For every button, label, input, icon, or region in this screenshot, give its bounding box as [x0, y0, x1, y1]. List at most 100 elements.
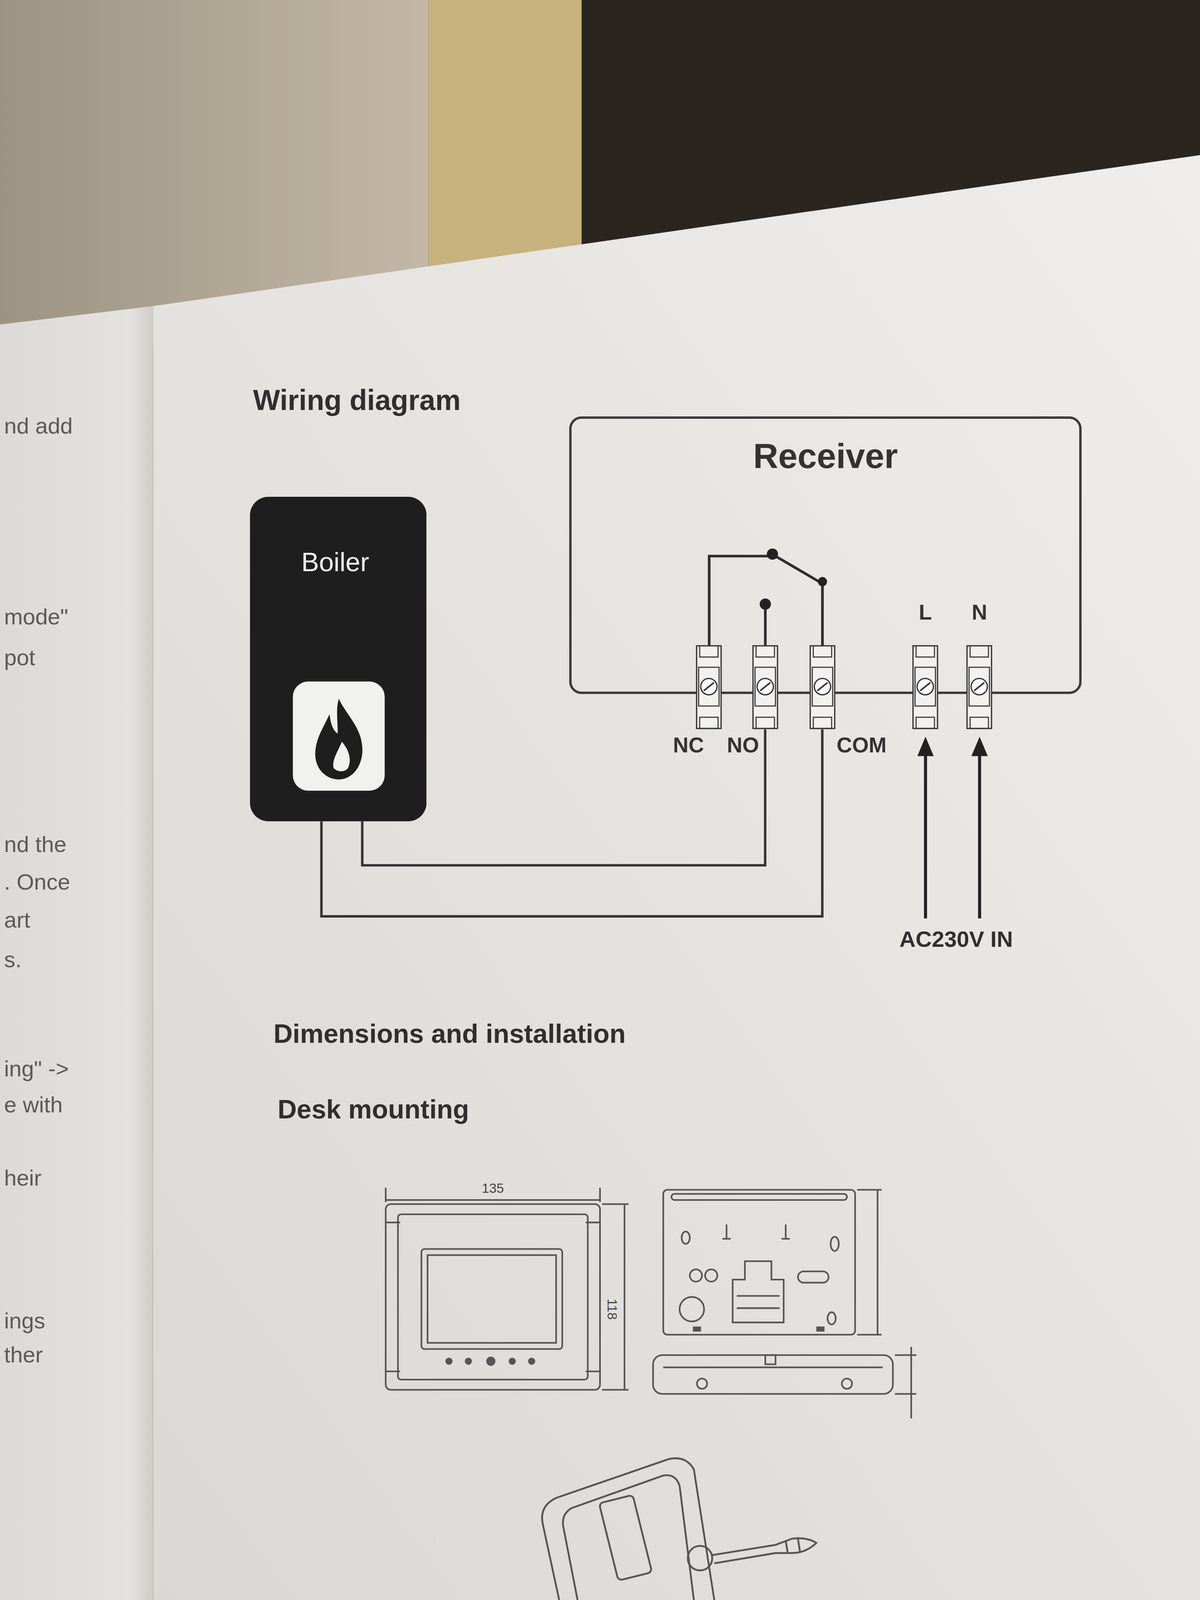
switch-arm — [775, 556, 823, 584]
section-heading: Dimensions and installation — [273, 1018, 626, 1049]
terminal-shape — [809, 644, 836, 730]
terminal-screw — [814, 678, 831, 695]
page-fragment: s. — [4, 946, 22, 973]
page-fragment: nd add — [4, 413, 73, 440]
dimension-line — [385, 1199, 600, 1201]
back-view-drawing — [663, 1189, 882, 1335]
terminal-label: NO — [726, 733, 759, 758]
screw-head — [687, 1546, 712, 1571]
side-tab — [765, 1355, 776, 1365]
terminal-tab — [700, 717, 719, 729]
terminal-tab — [813, 717, 832, 729]
com-contact-wire — [821, 583, 824, 653]
terminal-tab — [970, 645, 989, 657]
terminal-window — [754, 667, 776, 706]
button — [486, 1356, 496, 1366]
terminal-screw — [917, 678, 934, 695]
dimension-line — [623, 1204, 626, 1390]
side-seam — [663, 1366, 883, 1368]
page-fragment: . Once — [4, 869, 70, 896]
contact-dot — [818, 577, 828, 587]
terminal-screw — [700, 678, 718, 695]
boiler-shape — [250, 496, 427, 822]
terminal-shape — [752, 644, 779, 730]
connector-pins — [736, 1296, 780, 1309]
button-row — [445, 1356, 536, 1366]
terminal-tab — [813, 645, 832, 657]
button — [508, 1357, 516, 1365]
extension-line — [894, 1354, 917, 1356]
terminal-block: L — [912, 644, 939, 730]
supply-arrow-line — [978, 751, 982, 919]
flame-badge — [292, 681, 385, 791]
screwdriver-grip — [785, 1538, 800, 1554]
side-view-drawing — [653, 1346, 917, 1419]
terminal-screw — [971, 678, 988, 695]
terminal-window — [969, 667, 990, 706]
terminal-shape — [912, 644, 939, 730]
side-screw — [696, 1378, 708, 1389]
page-fragment: ing" -> — [4, 1056, 69, 1082]
supply-arrows — [917, 736, 988, 919]
page-fragment: e with — [4, 1092, 63, 1118]
terminal-screw — [756, 678, 774, 695]
hole-pair — [705, 1269, 718, 1282]
slot — [798, 1271, 829, 1283]
boiler-label: Boiler — [244, 496, 427, 578]
corner-detail — [385, 1222, 600, 1372]
mount-hole — [830, 1236, 839, 1252]
screw-slot — [817, 682, 828, 691]
terminal-tab — [970, 717, 989, 729]
dimension-value: 135 — [481, 1180, 504, 1196]
flame-icon — [315, 698, 363, 780]
device-outline — [542, 1458, 715, 1600]
screw-slot — [920, 682, 931, 691]
screwdriver — [712, 1538, 817, 1564]
terminal-shape — [966, 644, 993, 730]
back-plate — [663, 1189, 856, 1335]
page-fragment: heir — [4, 1165, 42, 1192]
round-port — [679, 1296, 704, 1322]
terminal-block: NO — [752, 644, 779, 730]
terminal-tab — [916, 717, 935, 729]
page-fragment: ings — [4, 1308, 46, 1334]
terminal-block: COM — [809, 644, 836, 730]
arrow-head — [971, 736, 988, 756]
terminal-body — [810, 645, 835, 729]
page-fragment: pot — [4, 644, 36, 671]
connector-block — [732, 1261, 784, 1323]
keyhole — [722, 1224, 790, 1239]
mount-hole — [681, 1231, 690, 1244]
screen-outline — [421, 1248, 563, 1349]
boiler-unit: Boiler — [250, 496, 427, 822]
flame-core — [333, 742, 350, 772]
nc-contact-wire — [709, 556, 773, 653]
boiler-body — [250, 496, 427, 822]
side-outline — [653, 1355, 893, 1394]
receiver-housing: ReceiverNCNOCOMLN — [569, 416, 1082, 694]
wall-mount-sketch — [542, 1458, 817, 1600]
contact-dot — [759, 598, 771, 610]
diagram-title: Wiring diagram — [253, 383, 461, 417]
terminal-block: NC — [695, 644, 722, 730]
screw-slot — [760, 682, 771, 691]
relay-switch — [709, 556, 823, 653]
contact-dot — [766, 548, 778, 560]
device-inner — [562, 1475, 694, 1600]
right-page — [153, 155, 1200, 1600]
terminal-label: COM — [836, 733, 887, 758]
screw-slot — [704, 682, 715, 691]
latch — [692, 1326, 701, 1332]
terminal-label: L — [918, 600, 932, 625]
section-heading: Desk mounting — [277, 1094, 470, 1125]
latch — [816, 1326, 825, 1332]
terminal-window — [698, 667, 720, 706]
terminal-window — [915, 667, 936, 706]
mount-hole — [827, 1312, 836, 1325]
terminal-tab — [916, 645, 935, 657]
terminal-tab — [756, 645, 775, 657]
